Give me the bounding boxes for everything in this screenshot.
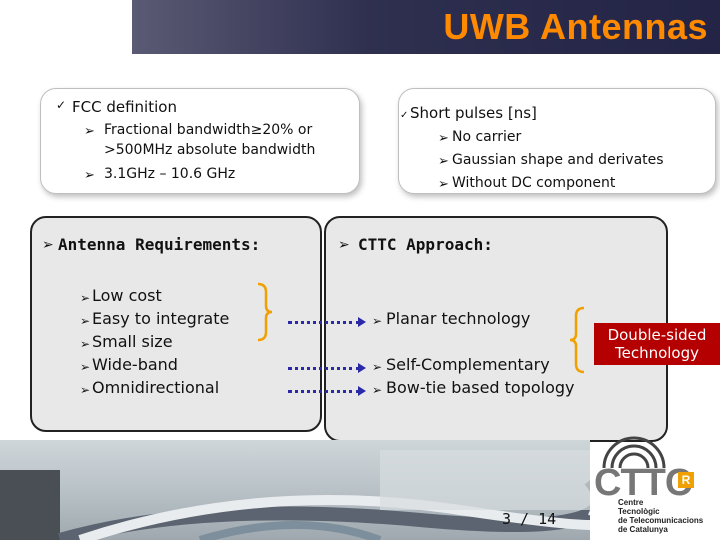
double-sided-callout: Double-sided Technology xyxy=(594,323,720,365)
approach-item: Planar technology xyxy=(386,309,531,328)
dotted-arrow xyxy=(288,390,360,393)
cable-photo xyxy=(0,440,590,540)
requirement-item: Wide-band xyxy=(92,355,178,374)
arrow-bullet-icon: ➢ xyxy=(80,360,91,374)
arrow-bullet-icon: ➢ xyxy=(372,314,383,328)
approach-item: Bow-tie based topology xyxy=(386,378,575,397)
approach-item: Self-Complementary xyxy=(386,355,550,374)
header-band xyxy=(132,0,720,54)
brace-icon xyxy=(569,306,585,374)
arrow-bullet-icon: ➢ xyxy=(372,383,383,397)
logo-line: Centre xyxy=(618,498,644,507)
requirement-item: Easy to integrate xyxy=(92,309,230,328)
short-pulses-box xyxy=(398,88,716,194)
pulses-heading: Short pulses [ns] xyxy=(410,104,537,122)
fcc-definition-box xyxy=(40,88,360,194)
approach-heading: CTTC Approach: xyxy=(358,235,493,254)
arrow-bullet-icon: ➢ xyxy=(84,168,95,183)
arrow-bullet-icon: ➢ xyxy=(42,237,54,253)
brace-icon xyxy=(257,282,273,342)
arrow-bullet-icon: ➢ xyxy=(80,314,91,328)
arrow-bullet-icon: ➢ xyxy=(80,337,91,351)
arrow-bullet-icon: ➢ xyxy=(84,124,95,139)
dotted-arrow xyxy=(288,367,360,370)
callout-line: Technology xyxy=(614,344,700,362)
arrow-bullet-icon: ➢ xyxy=(438,177,449,192)
slide-title: UWB Antennas xyxy=(443,6,708,47)
arrow-bullet-icon: ➢ xyxy=(338,237,350,253)
fcc-item: >500MHz absolute bandwidth xyxy=(104,142,316,158)
arrow-bullet-icon: ➢ xyxy=(80,383,91,397)
arrow-bullet-icon: ➢ xyxy=(80,291,91,305)
arrowhead-icon xyxy=(358,386,366,396)
registered-mark-icon: R xyxy=(678,472,694,488)
requirement-item: Small size xyxy=(92,332,173,351)
dotted-arrow xyxy=(288,321,360,324)
page-number: 3 / 14 xyxy=(502,510,557,528)
requirement-item: Omnidirectional xyxy=(92,378,220,397)
pulses-item: No carrier xyxy=(452,129,522,145)
callout-line: Double-sided xyxy=(607,326,707,344)
cttc-logo-text: Centre Tecnològic de Telecomunicacions d… xyxy=(618,498,703,534)
arrowhead-icon xyxy=(358,317,366,327)
cttc-logo: CTTC xyxy=(594,462,692,504)
signal-waves-icon xyxy=(602,436,666,469)
fcc-heading: FCC definition xyxy=(72,98,177,116)
check-icon: ✓ xyxy=(56,98,67,112)
arrow-bullet-icon: ➢ xyxy=(438,131,449,146)
arrow-bullet-icon: ➢ xyxy=(372,360,383,374)
antenna-requirements-box xyxy=(30,216,322,432)
arrowhead-icon xyxy=(358,363,366,373)
arrow-bullet-icon: ➢ xyxy=(438,154,449,169)
logo-line: de Catalunya xyxy=(618,525,668,534)
fcc-item: Fractional bandwidth≥20% or xyxy=(104,122,313,138)
requirements-heading: Antenna Requirements: xyxy=(58,235,261,254)
logo-line: de Telecomunicacions xyxy=(618,516,704,525)
check-icon: ✓ xyxy=(400,110,409,121)
requirement-item: Low cost xyxy=(92,286,162,305)
pulses-item: Gaussian shape and derivates xyxy=(452,152,664,168)
logo-line: Tecnològic xyxy=(618,507,660,516)
fcc-item: 3.1GHz – 10.6 GHz xyxy=(104,166,236,182)
cable-photo-art xyxy=(0,450,590,540)
pulses-item: Without DC component xyxy=(452,175,616,191)
